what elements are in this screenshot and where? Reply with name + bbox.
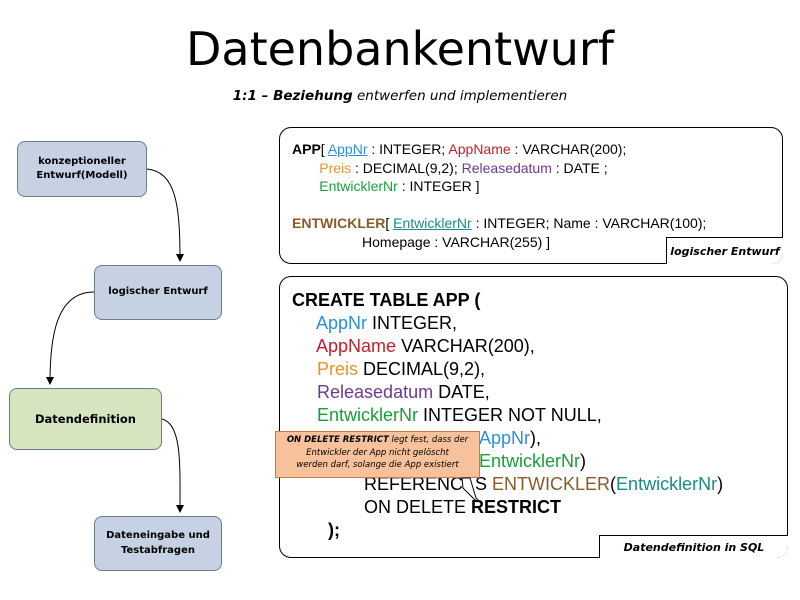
sql-references-line: REFERENC S ENTWICKLER(EntwicklerNr): [364, 473, 723, 496]
arrow-conceptual-to-logical: [146, 168, 184, 262]
flow-box-definition: Datendefinition: [9, 388, 162, 450]
page-title: Datenbankentwurf: [185, 22, 614, 76]
app-field-appnr-type: : INTEGER;: [367, 141, 449, 157]
sql-col-preis-type: DECIMAL(9,2),: [358, 359, 486, 379]
sql-ondelete: ON DELETE: [364, 497, 472, 517]
app-relation-name: APP: [292, 141, 321, 157]
subtitle-bold: 1:1 – Beziehung: [232, 88, 353, 104]
flow-conceptual-line1: konzeptioneller: [38, 155, 126, 167]
dev-field-entwicklernr-type: : INTEGER; Name : VARCHAR(100);: [471, 215, 707, 231]
sql-references-b: S: [475, 474, 493, 494]
on-delete-callout: ON DELETE RESTRICT legt fest, dass der E…: [275, 431, 480, 478]
sql-ref-table: ENTWICKLER: [492, 474, 611, 494]
app-open-bracket: [: [320, 141, 328, 157]
sql-pk-column: AppNr: [479, 428, 531, 448]
flow-logical-label: logischer Entwurf: [108, 286, 208, 298]
flow-conceptual-line2: Entwurf(Modell): [36, 170, 128, 181]
app-field-releasedatum-type: : DATE ;: [551, 159, 608, 176]
sql-col-preis: Preis: [317, 359, 359, 379]
dev-relation-name: ENTWICKLER: [292, 215, 386, 231]
sql-create-line: CREATE TABLE APP (: [292, 290, 481, 310]
sql-col-entwicklernr: EntwicklerNr: [317, 405, 419, 425]
callout-line1: legt fest, dass der: [388, 435, 469, 445]
flow-definition-label: Datendefinition: [34, 411, 136, 426]
sql-col-appname: AppName: [316, 336, 397, 356]
sql-foreign-key-line: EntwicklerNr): [479, 450, 586, 473]
callout-line2: Entwickler der App nicht gelöscht: [306, 447, 449, 458]
app-field-preis-type: : DECIMAL(9,2);: [351, 159, 462, 176]
sql-col-appname-type: VARCHAR(200),: [396, 336, 535, 356]
callout-bold: ON DELETE RESTRICT: [286, 435, 389, 445]
sql-col-appnr-type: INTEGER,: [367, 313, 458, 333]
app-field-releasedatum: Releasedatum: [461, 159, 552, 176]
logical-schema: APP[ AppNr : INTEGER; AppName : VARCHAR(…: [292, 140, 706, 251]
sql-primary-key-line: AppNr),: [479, 427, 541, 450]
app-field-entwicklernr-type: : INTEGER ]: [397, 178, 480, 194]
sql-fk-column: EntwicklerNr: [479, 451, 581, 471]
dev-field-entwicklernr: EntwicklerNr: [393, 215, 472, 231]
sql-ref-close: ): [717, 474, 724, 494]
logical-design-tag: logischer Entwurf: [666, 237, 783, 264]
sql-pk-close: ),: [530, 428, 542, 448]
callout-line3: werden darf, solange die App existiert: [296, 460, 459, 470]
sql-col-releasedatum-type: DATE,: [433, 382, 490, 402]
sql-ondelete-line: ON DELETE RESTRICT: [364, 496, 561, 519]
sql-col-releasedatum: Releasedatum: [317, 382, 434, 402]
sql-definition-tag: Datendefinition in SQL: [599, 535, 788, 558]
sql-col-entwicklernr-type: INTEGER NOT NULL,: [418, 405, 602, 425]
app-field-appname-type: : VARCHAR(200);: [510, 141, 627, 157]
sql-code: CREATE TABLE APP ( AppNr INTEGER, AppNam…: [292, 289, 602, 427]
page-subtitle: 1:1 – Beziehung entwerfen und implementi…: [0, 88, 800, 104]
sql-definition-panel: [279, 276, 788, 558]
sql-references-a: REFERENC: [364, 474, 464, 494]
sql-ref-paren: (: [610, 474, 617, 494]
arrow-logical-to-definition: [46, 291, 95, 385]
flow-input-line2: Testabfragen: [120, 544, 195, 556]
app-field-appname: AppName: [448, 141, 511, 157]
dev-open-bracket: [: [385, 215, 394, 231]
app-field-entwicklernr: EntwicklerNr: [319, 178, 398, 194]
app-field-preis: Preis: [319, 159, 352, 176]
callout-pointer-shape: [461, 477, 481, 503]
sql-restrict: RESTRICT: [471, 497, 562, 517]
sql-end-line: );: [328, 520, 340, 540]
arrow-definition-to-input: [161, 418, 185, 513]
app-field-appnr: AppNr: [327, 141, 368, 157]
sql-ref-column: EntwicklerNr: [616, 474, 718, 494]
flow-box-logical: logischer Entwurf: [94, 265, 222, 320]
flow-input-line1: Dateneingabe und: [106, 530, 210, 541]
dev-field-homepage: Homepage : VARCHAR(255) ]: [362, 233, 551, 250]
sql-col-appnr: AppNr: [316, 313, 368, 333]
subtitle-rest: entwerfen und implementieren: [352, 88, 568, 104]
sql-fk-close: ): [580, 451, 587, 471]
